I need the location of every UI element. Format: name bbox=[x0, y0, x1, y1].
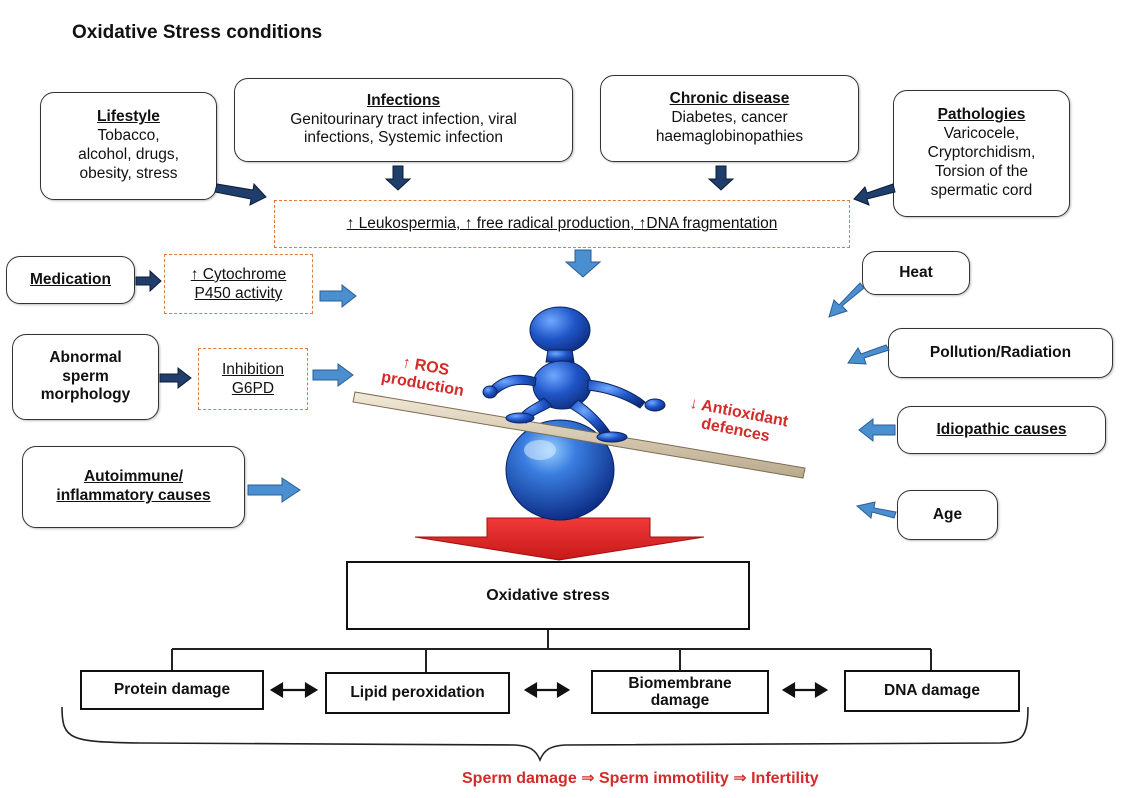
pathologies-heading: Pathologies bbox=[937, 106, 1026, 124]
arrow-chronic bbox=[707, 165, 735, 191]
lipid-peroxidation-box: Lipid peroxidation bbox=[325, 672, 510, 714]
arrow-autoimmune bbox=[247, 477, 301, 503]
arrow-medication bbox=[135, 269, 162, 293]
abnormal-morphology-box: Abnormal sperm morphology bbox=[12, 334, 159, 420]
g6pd-box: Inhibition G6PD bbox=[198, 348, 308, 410]
chronic-disease-heading: Chronic disease bbox=[669, 90, 790, 108]
pathologies-box: Pathologies Varicocele, Cryptorchidism, … bbox=[893, 90, 1070, 217]
outcome-text: Sperm damage ⇒ Sperm immotility ⇒ Infert… bbox=[462, 770, 819, 787]
abnormal-morphology-label: Abnormal sperm morphology bbox=[40, 348, 131, 404]
bottom-brace bbox=[61, 706, 1029, 763]
medication-box: Medication bbox=[6, 256, 135, 304]
seesaw-plank bbox=[352, 391, 806, 479]
pathologies-body: Varicocele, Cryptorchidism, Torsion of t… bbox=[927, 125, 1036, 199]
age-box: Age bbox=[897, 490, 998, 540]
chronic-disease-box: Chronic disease Diabetes, cancer haemagl… bbox=[600, 75, 859, 162]
lifestyle-body: Tobacco, alcohol, drugs, obesity, stress bbox=[78, 127, 179, 182]
arrow-idiopathic bbox=[858, 417, 896, 443]
arrow-cytochrome bbox=[319, 283, 357, 309]
pollution-radiation-box: Pollution/Radiation bbox=[888, 328, 1113, 378]
infections-box: Infections Genitourinary tract infection… bbox=[234, 78, 573, 162]
lifestyle-box: Lifestyle Tobacco, alcohol, drugs, obesi… bbox=[40, 92, 217, 200]
arrow-heat bbox=[828, 282, 865, 318]
diagram-title: Oxidative Stress conditions bbox=[72, 22, 323, 43]
leukospermia-box: ↑ Leukospermia, ↑ free radical productio… bbox=[274, 200, 850, 248]
double-arrow-3 bbox=[781, 682, 829, 698]
infections-body: Genitourinary tract infection, viral inf… bbox=[290, 110, 517, 147]
dna-damage-box: DNA damage bbox=[844, 670, 1020, 712]
cytochrome-box: ↑ Cytochrome P450 activity bbox=[164, 254, 313, 314]
blue-figure bbox=[482, 306, 666, 443]
arrow-pathologies bbox=[853, 183, 896, 206]
ball-highlight bbox=[524, 440, 556, 460]
big-red-arrow bbox=[414, 517, 705, 561]
heat-box: Heat bbox=[862, 251, 970, 295]
arrow-age bbox=[855, 501, 897, 519]
oxidative-stress-box: Oxidative stress bbox=[346, 561, 750, 630]
arrow-abnormal bbox=[159, 366, 192, 390]
idiopathic-causes-box: Idiopathic causes bbox=[897, 406, 1106, 454]
double-arrow-1 bbox=[269, 682, 319, 698]
autoimmune-label: Autoimmune/ inflammatory causes bbox=[56, 468, 211, 504]
arrow-infections bbox=[384, 165, 412, 191]
double-arrow-2 bbox=[523, 682, 571, 698]
chronic-disease-body: Diabetes, cancer haemaglobinopathies bbox=[655, 109, 804, 145]
biomembrane-damage-box: Biomembrane damage bbox=[591, 670, 769, 714]
arrow-g6pd bbox=[312, 363, 354, 387]
arrow-pollution bbox=[847, 344, 890, 365]
arrow-leuko-down bbox=[564, 249, 602, 278]
infections-heading: Infections bbox=[366, 91, 441, 109]
arrow-lifestyle bbox=[214, 182, 267, 206]
protein-damage-box: Protein damage bbox=[80, 670, 264, 710]
lifestyle-heading: Lifestyle bbox=[97, 108, 160, 126]
autoimmune-box: Autoimmune/ inflammatory causes bbox=[22, 446, 245, 528]
